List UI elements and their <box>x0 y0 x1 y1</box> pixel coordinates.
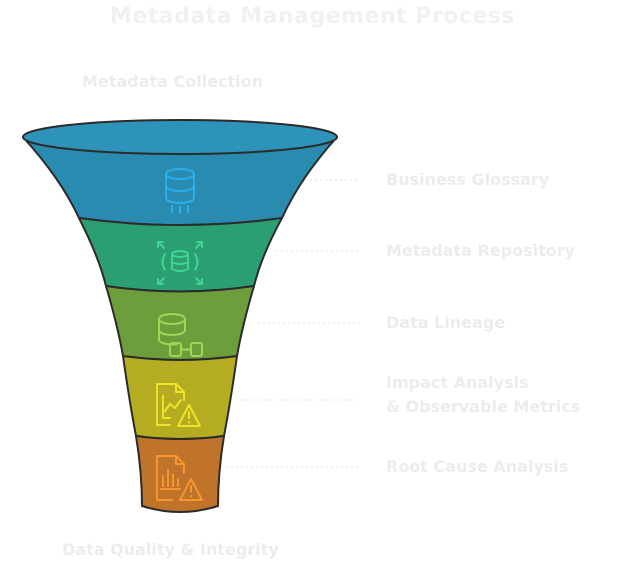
diagram-title: Metadata Management Process <box>109 4 516 29</box>
stage-label-5-text: Root Cause Analysis <box>386 457 569 476</box>
top-label: Metadata Collection <box>82 72 264 91</box>
stage-label-4: Impact Analysis & Observable Metrics <box>386 371 580 419</box>
bar-chart-warning-icon <box>156 455 203 501</box>
stage-label-5: Root Cause Analysis <box>386 455 568 479</box>
chart-warning-icon <box>156 383 201 427</box>
funnel-rim <box>22 119 338 155</box>
stage-label-4-line-1: Impact Analysis <box>386 373 529 392</box>
stage-label-3: Data Lineage <box>386 311 505 335</box>
bottom-label: Data Quality & Integrity <box>62 540 279 559</box>
stage-label-1-text: Business Glossary <box>386 170 550 189</box>
stage-label-3-text: Data Lineage <box>386 313 506 332</box>
stage-label-2: Metadata Repository <box>386 239 575 263</box>
database-expand-icon <box>157 241 203 285</box>
funnel-segment-2 <box>78 217 283 293</box>
stage-label-4-line-2: & Observable Metrics <box>386 397 581 416</box>
database-icon <box>165 168 195 214</box>
stage-label-1: Business Glossary <box>386 168 549 192</box>
database-link-icon <box>158 313 203 357</box>
stage-label-2-text: Metadata Repository <box>386 241 576 260</box>
